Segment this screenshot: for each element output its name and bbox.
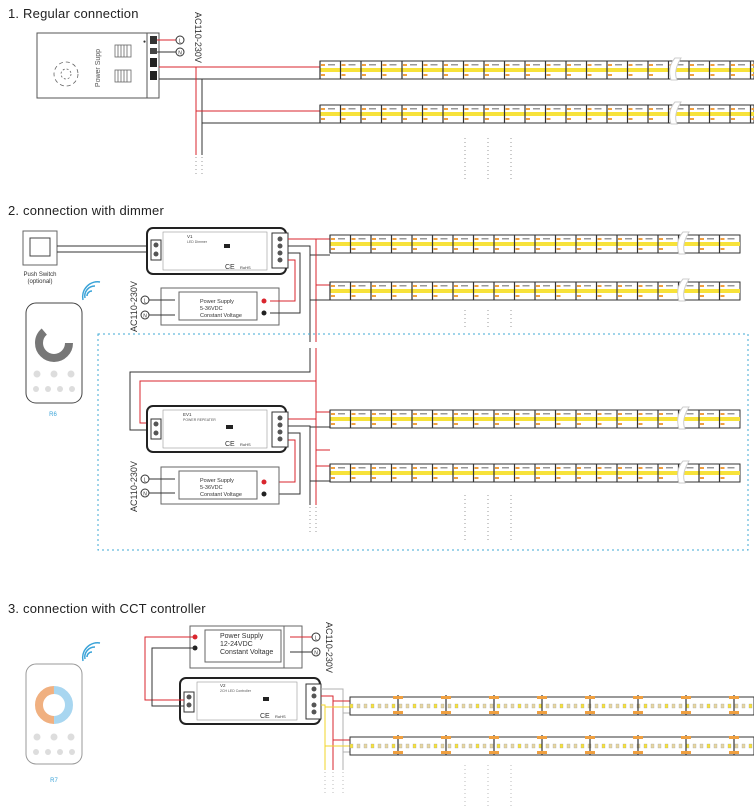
remote-r6 xyxy=(25,302,83,404)
section-1-diagram: Power Supp ● L N AC110-230V xyxy=(36,12,754,182)
power-supply-section-3: Power Supply 12-24VDC Constant Voltage xyxy=(189,625,303,669)
led-dimmer-v1: V1 LED Dimmer CE RoHS xyxy=(146,227,289,275)
section-2-title: 2. connection with dimmer xyxy=(8,203,165,218)
strip-break-icon xyxy=(677,406,690,430)
wireless-signal-icon xyxy=(81,642,101,662)
led-strip xyxy=(329,231,741,255)
led-strip xyxy=(329,406,741,430)
svg-text:N: N xyxy=(314,651,318,657)
strip-break-icon xyxy=(677,278,690,302)
neutral-terminal-icon xyxy=(175,47,185,57)
svg-text:5-36VDC: 5-36VDC xyxy=(200,306,223,312)
svg-text:CE: CE xyxy=(225,441,235,448)
wireless-signal-icon xyxy=(81,281,101,301)
svg-text:5-36VDC: 5-36VDC xyxy=(200,485,223,491)
remote-r7 xyxy=(25,663,83,765)
svg-text:V1: V1 xyxy=(187,234,193,239)
svg-text:L: L xyxy=(179,39,182,45)
remote-r6-label: R6 xyxy=(49,412,57,418)
remote-r7-label: R7 xyxy=(50,778,58,784)
strip-break-icon xyxy=(677,460,690,484)
section-3-diagram: Power Supply 12-24VDC Constant Voltage L… xyxy=(25,622,754,808)
svg-text:CE: CE xyxy=(225,264,235,271)
svg-text:Constant Voltage: Constant Voltage xyxy=(200,492,242,498)
ac-input-label-3: AC110-230V xyxy=(129,461,139,512)
svg-text:●: ● xyxy=(143,39,146,45)
section-2-diagram: Push Switch (optional) V1 LED Dimmer CE … xyxy=(22,227,749,551)
power-supply-section-1: Power Supp ● xyxy=(36,32,160,99)
svg-text:LED Dimmer: LED Dimmer xyxy=(187,240,208,244)
strip-break-icon xyxy=(677,231,690,255)
cct-controller-v2: V2 2CH LED Controller CE RoHS xyxy=(179,677,322,725)
led-strip xyxy=(329,460,741,484)
svg-text:L: L xyxy=(315,636,318,642)
repeater-extension-boundary xyxy=(97,333,749,551)
svg-text:Constant Voltage: Constant Voltage xyxy=(200,313,242,319)
svg-text:12-24VDC: 12-24VDC xyxy=(220,641,253,648)
ac-input-label-4: AC110-230V xyxy=(324,622,334,673)
ac-input-label-1: AC110-230V xyxy=(193,12,203,63)
svg-text:N: N xyxy=(143,492,147,498)
power-supply-label: Power Supp xyxy=(95,49,102,87)
push-switch[interactable] xyxy=(22,230,58,266)
led-strip xyxy=(319,101,754,125)
svg-text:L: L xyxy=(144,478,147,484)
svg-text:Power Supply: Power Supply xyxy=(220,633,264,640)
cct-led-strip xyxy=(349,735,754,756)
section-1-title: 1. Regular connection xyxy=(8,6,139,21)
power-repeater-ev1: EV1 POWER REPEATER CE RoHS xyxy=(146,405,289,453)
svg-text:Power Supply: Power Supply xyxy=(200,478,234,484)
svg-text:2CH LED Controller: 2CH LED Controller xyxy=(220,689,252,693)
svg-text:N: N xyxy=(178,51,182,57)
push-switch-optional-label: (optional) xyxy=(27,279,52,285)
power-supply-section-2-lower: Power Supply 5-36VDC Constant Voltage xyxy=(160,466,280,505)
cct-led-strip xyxy=(349,695,754,716)
strip-break-icon xyxy=(669,101,682,125)
svg-text:L: L xyxy=(144,299,147,305)
power-supply-section-2-upper: Power Supply 5-36VDC Constant Voltage xyxy=(160,287,280,326)
strip-break-icon xyxy=(669,57,682,81)
push-switch-label: Push Switch xyxy=(23,272,56,278)
svg-text:CE: CE xyxy=(260,713,270,720)
svg-text:RoHS: RoHS xyxy=(240,265,251,270)
svg-text:POWER REPEATER: POWER REPEATER xyxy=(183,418,216,422)
svg-text:N: N xyxy=(143,314,147,320)
led-strip xyxy=(319,57,754,81)
svg-text:EV1: EV1 xyxy=(183,412,192,417)
section-3-title: 3. connection with CCT controller xyxy=(8,601,206,616)
ac-input-label-2: AC110-230V xyxy=(129,281,139,332)
live-terminal-icon xyxy=(175,35,185,45)
svg-text:RoHS: RoHS xyxy=(275,714,286,719)
led-strip xyxy=(329,278,741,302)
svg-text:Constant Voltage: Constant Voltage xyxy=(220,649,273,656)
svg-text:RoHS: RoHS xyxy=(240,442,251,447)
svg-text:Power Supply: Power Supply xyxy=(200,299,234,305)
svg-text:V2: V2 xyxy=(220,683,226,688)
